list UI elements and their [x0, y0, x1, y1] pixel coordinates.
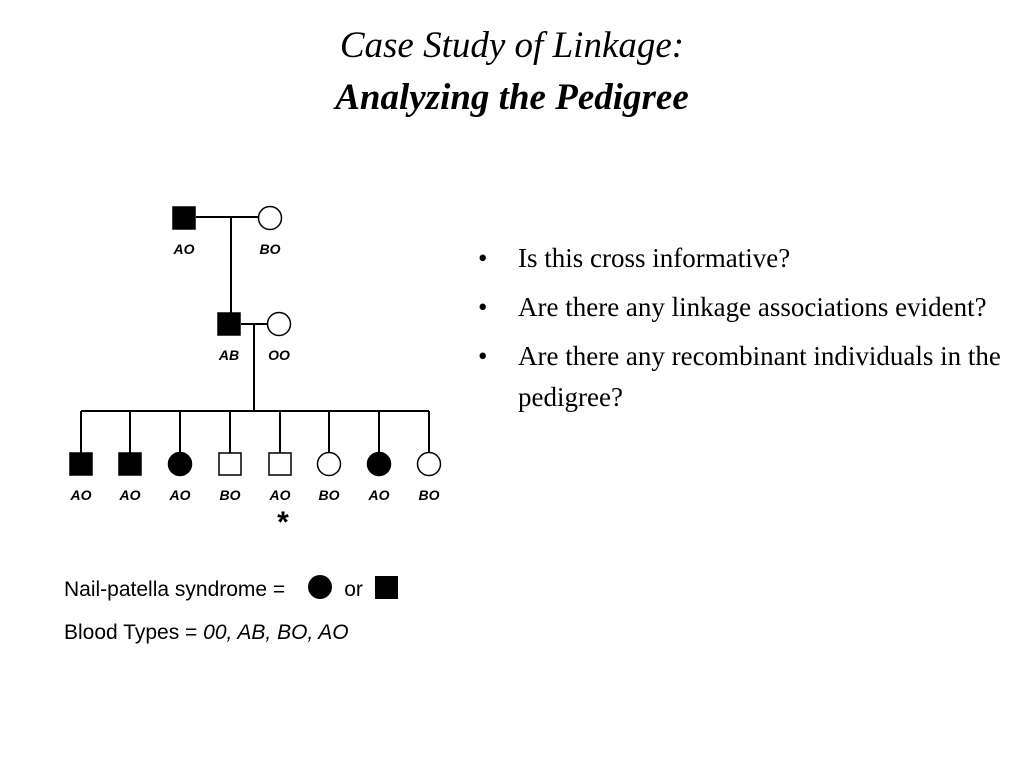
bullet-text: Are there any recombinant individuals in… [518, 341, 1001, 412]
gen3-individual-7-circle [366, 451, 392, 477]
title-line-1: Case Study of Linkage: [339, 25, 685, 66]
gen3-individual-4-square [218, 452, 242, 476]
gen1-individual-2-genotype: BO [260, 241, 281, 257]
gen3-individual-5-square [268, 452, 292, 476]
gen3-individual-8-circle [416, 451, 442, 477]
gen2-individual-1-genotype: AB [218, 347, 239, 363]
gen3-individual-3-circle [167, 451, 193, 477]
bullet-marker: • [478, 292, 488, 322]
bullet-item: • Are there any linkage associations evi… [478, 287, 1008, 328]
bullet-text: Are there any linkage associations evide… [518, 292, 987, 322]
pedigree-diagram: AO BO AB OO AO AO AO BO AO * BO AO BO [69, 205, 442, 539]
bullet-item: • Are there any recombinant individuals … [478, 336, 1008, 418]
legend-blood-types: Blood Types = 00, AB, BO, AO [64, 620, 484, 646]
gen3-individual-5-genotype: AO [269, 487, 291, 503]
gen1-individual-2-circle [257, 205, 283, 231]
blood-types-list: 00, AB, BO, AO [203, 621, 349, 644]
syndrome-label: Nail-patella syndrome = [64, 578, 286, 601]
bullet-marker: • [478, 243, 488, 273]
question-list: • Is this cross informative? • Are there… [478, 238, 1008, 426]
or-label: or [344, 578, 363, 601]
gen2-individual-2-circle [266, 311, 292, 337]
gen2-individual-1-square [217, 312, 241, 336]
gen3-individual-2-genotype: AO [119, 487, 141, 503]
gen2-individual-2-genotype: OO [268, 347, 290, 363]
gen1-individual-1-genotype: AO [173, 241, 195, 257]
sibling-drop-lines [80, 411, 430, 453]
gen3-individual-6-circle [316, 451, 342, 477]
pedigree-lines [81, 216, 429, 412]
gen3-individual-7-genotype: AO [368, 487, 390, 503]
bullet-item: • Is this cross informative? [478, 238, 1008, 279]
legend-syndrome: Nail-patella syndrome = or [64, 575, 484, 603]
affected-square-icon [374, 576, 398, 599]
gen3-individual-3-genotype: AO [169, 487, 191, 503]
bullet-marker: • [478, 341, 488, 371]
gen3-individual-2-square [118, 452, 142, 476]
affected-circle-icon [308, 575, 333, 599]
gen3-individual-6-genotype: BO [319, 487, 340, 503]
recombinant-marker: * [277, 506, 289, 539]
slide-title: Case Study of Linkage: Analyzing the Ped… [0, 20, 1024, 124]
gen3-individual-4-genotype: BO [220, 487, 241, 503]
gen3-individual-1-genotype: AO [70, 487, 92, 503]
gen3-individual-1-square [69, 452, 93, 476]
bullet-text: Is this cross informative? [518, 243, 791, 273]
pedigree-individuals: AO BO AB OO AO AO AO BO AO * BO AO BO [69, 205, 442, 539]
title-line-2: Analyzing the Pedigree [335, 77, 689, 118]
gen1-individual-1-square [172, 206, 196, 230]
gen3-individual-8-genotype: BO [419, 487, 440, 503]
blood-types-label: Blood Types = [64, 621, 198, 644]
